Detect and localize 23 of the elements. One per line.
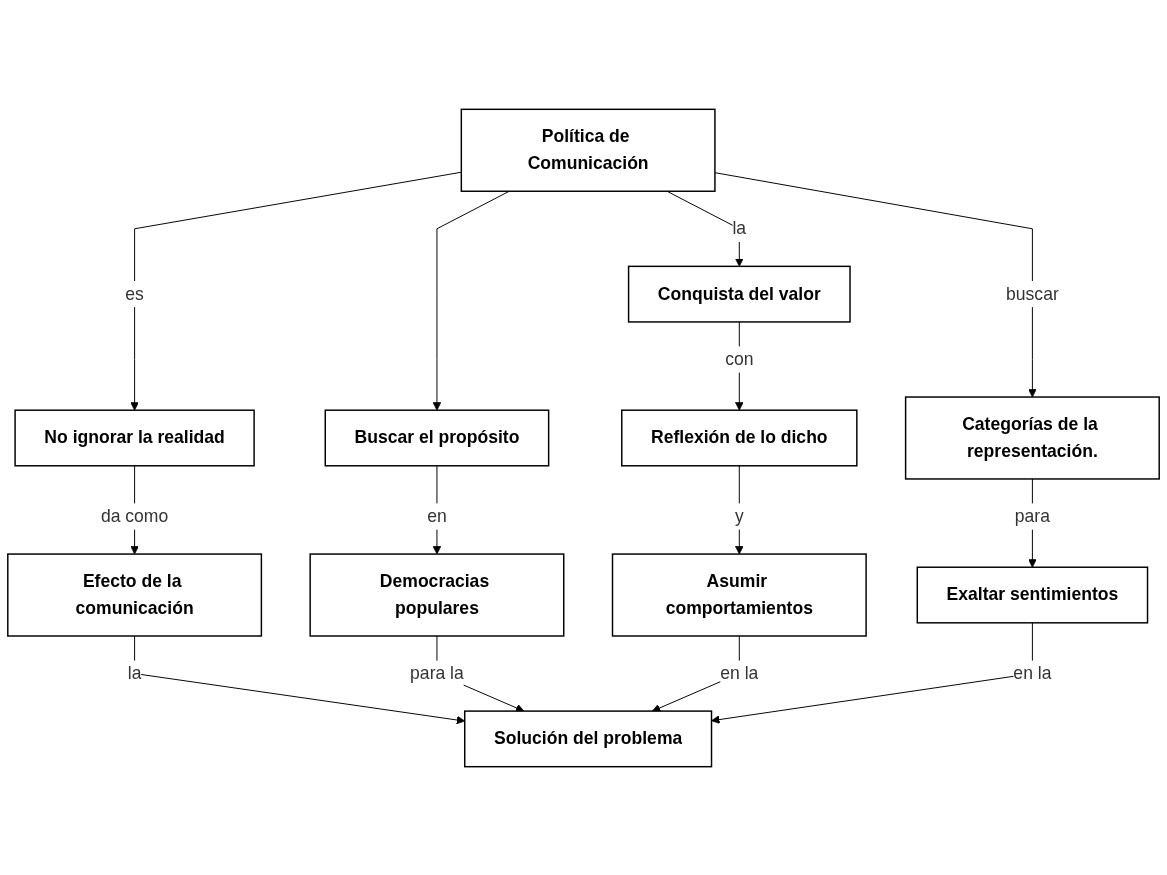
edge-label: la <box>732 218 747 238</box>
edge-label: es <box>125 283 144 303</box>
node-box: Categorías de la representación. <box>904 395 1160 480</box>
node-box: Reflexión de lo dicho <box>621 408 858 467</box>
edge-label: da como <box>100 505 169 526</box>
node-box: No ignorar la realidad <box>14 408 255 467</box>
node-box: Política de Comunicación <box>460 108 716 192</box>
edge-label: para la <box>410 662 464 683</box>
node-box: Exaltar sentimientos <box>916 566 1149 624</box>
node-box: Asumir comportamientos <box>611 552 867 637</box>
edge-label: buscar <box>1006 283 1059 303</box>
edge-label: y <box>734 505 744 526</box>
node-box: Efecto de la comunicación <box>7 552 263 637</box>
edge-label: para <box>1014 505 1050 526</box>
edge-label: en <box>427 505 447 526</box>
node-box: Buscar el propósito <box>324 408 550 467</box>
edge-label: la <box>127 662 142 683</box>
node-box: Solución del problema <box>464 709 713 767</box>
edge-label: en la <box>1013 662 1052 683</box>
edge-label: con <box>725 348 754 369</box>
node-box: Democracias populares <box>309 552 565 637</box>
node-box: Conquista del valor <box>627 265 851 323</box>
edge-label: en la <box>720 662 759 683</box>
